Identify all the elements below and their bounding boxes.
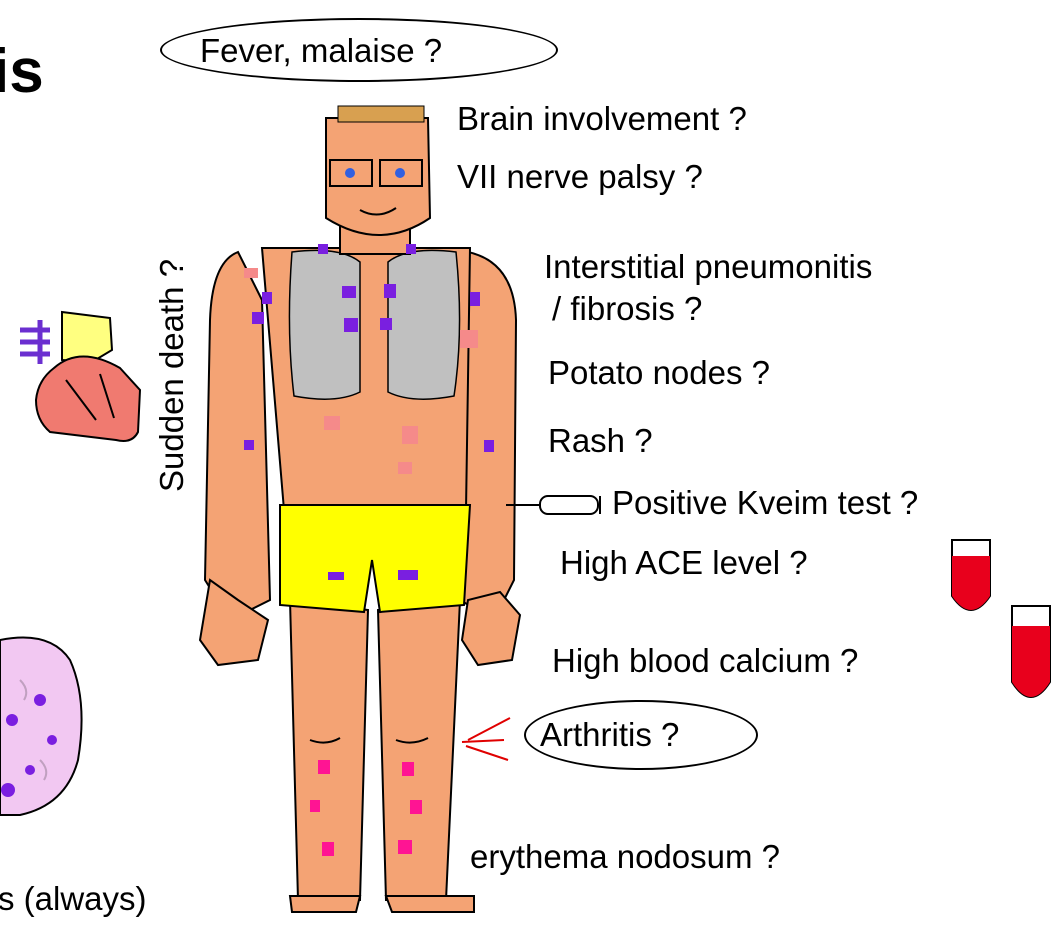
- heart-icon: [20, 312, 140, 441]
- tissue-slide-icon: [0, 638, 82, 816]
- kveim-needle-icon: [506, 496, 600, 514]
- blood-tube-icon: [952, 540, 990, 610]
- body-figure: [200, 106, 520, 912]
- arthritis-marks-icon: [462, 718, 510, 760]
- blood-tube-icon: [1012, 606, 1050, 697]
